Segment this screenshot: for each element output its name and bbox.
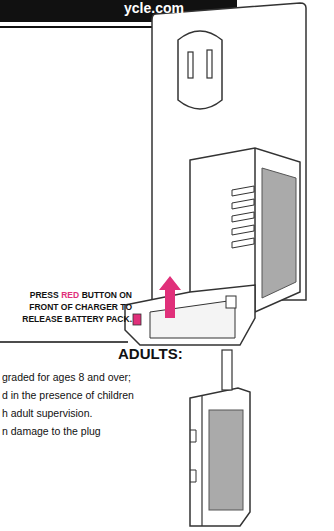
plug-slot	[207, 50, 212, 78]
vent-slot	[232, 199, 254, 209]
release-button	[133, 314, 141, 325]
vent-slot	[232, 212, 254, 222]
charger-cradle	[125, 285, 255, 345]
section-rule	[0, 341, 128, 343]
insert-arrow	[159, 276, 181, 318]
receptacle	[178, 31, 222, 109]
callout-text: PRESSREDBUTTON ON FRONT OF CHARGER TO RE…	[4, 289, 132, 325]
battery-edge	[201, 396, 202, 526]
latch	[226, 296, 236, 308]
warning-text: graded for ages 8 and over;	[2, 371, 131, 383]
charger-panel	[262, 168, 296, 298]
section-heading: ADULTS:	[118, 345, 183, 362]
battery-notch	[190, 430, 196, 482]
warning-text: h adult supervision.	[2, 407, 92, 419]
battery-slot	[150, 300, 235, 338]
plug-slot	[188, 52, 193, 78]
warning-text: n damage to the plug	[2, 425, 101, 437]
vents	[232, 186, 254, 248]
callout-text: RED	[61, 290, 79, 300]
battery-pack	[190, 388, 250, 526]
warning-text: d in the presence of children	[2, 389, 134, 401]
vent-slot	[232, 225, 254, 235]
battery-terminal	[222, 350, 232, 390]
vent-slot	[232, 186, 254, 196]
website-text: ycle.com	[124, 0, 184, 16]
vent-slot	[232, 238, 254, 248]
callout-text: PRESS	[30, 290, 59, 300]
battery-label-panel	[209, 410, 243, 510]
